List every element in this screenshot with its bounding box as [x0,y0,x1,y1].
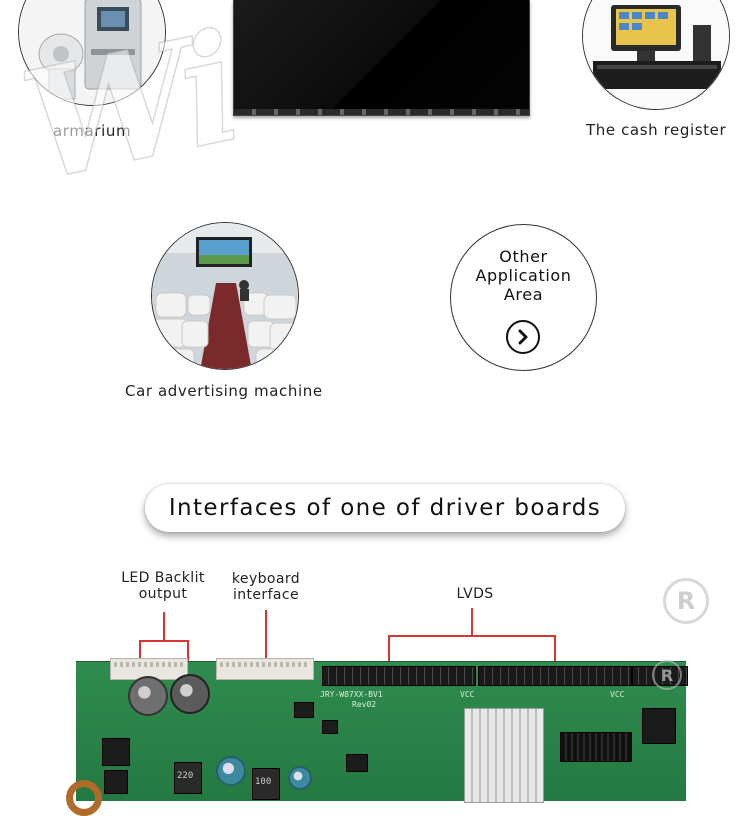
panel-bezel [234,109,529,115]
flat-ribbon-ic [560,732,632,762]
board-rev-silk: Rev02 [352,700,377,709]
car-advertising-image [151,222,299,370]
keyboard-interface-label: keyboard interface [216,571,316,603]
lvds-pointer-left [388,635,390,673]
small-ic-3 [322,720,338,734]
other-application-area[interactable]: Other Application Area [450,224,597,371]
led-pointer-stem [163,612,165,640]
armarium-image [18,0,166,106]
other-line-3: Area [503,285,544,304]
inductor-220: 220 [174,762,202,794]
small-ic-1 [294,702,314,718]
registered-icon: R [663,578,709,624]
led-backlit-label: LED Backlit output [110,570,216,602]
keyboard-connector [216,658,314,680]
regulator-chip-2 [104,770,128,794]
medical-kiosk-image [19,0,165,105]
section-title: Interfaces of one of driver boards [145,484,625,532]
capacitor-1 [128,676,168,716]
pos-terminal-image [583,0,729,109]
small-ic-2 [346,754,368,772]
other-line-2: Application [475,266,572,285]
led-label-line-2: output [138,586,188,602]
cash-register-caption: The cash register [586,121,727,139]
side-ic [642,708,676,744]
bus-interior-image [152,223,298,369]
lvds-pointer-bar [388,635,556,637]
board-model-silk: JRY-W87XX-BV1 [320,690,383,699]
lvds-header-left [322,666,476,686]
driver-board-image: JRY-W87XX-BV1 Rev02 VCC VCC 220 100 [66,658,688,816]
capacitor-3 [216,756,246,786]
inductor-220-label: 220 [177,771,194,781]
registered-icon-2: R [652,660,682,690]
lvds-header-right [478,666,632,686]
lcd-panel-image [233,0,530,116]
led-label-line-1: LED Backlit [121,570,205,586]
other-application-text: Other Application Area [451,247,596,304]
other-line-1: Other [499,247,548,266]
chevron-right-icon[interactable] [506,320,540,354]
vcc-silk-1: VCC [460,690,475,699]
keyboard-label-line-2: interface [232,587,300,603]
cash-register-image [582,0,730,110]
toroid-coil [66,780,102,816]
regulator-chip [102,738,130,766]
lvds-pointer-stem [471,608,473,636]
led-pointer-right [187,640,189,672]
capacitor-4 [288,766,312,790]
lvds-pointer-right [554,635,556,673]
heatsink [464,708,544,803]
armarium-caption: armarium [53,122,132,140]
inductor-100-label: 100 [255,777,272,787]
inductor-100: 100 [252,768,280,800]
car-advertising-caption: Car advertising machine [125,382,323,400]
led-pointer-bar [139,640,189,642]
keyboard-pointer-stem [265,610,267,670]
capacitor-2 [170,674,210,714]
vcc-silk-2: VCC [610,690,625,699]
led-pointer-left [139,640,141,672]
lvds-label: LVDS [456,586,494,602]
keyboard-label-line-1: keyboard [231,571,301,587]
